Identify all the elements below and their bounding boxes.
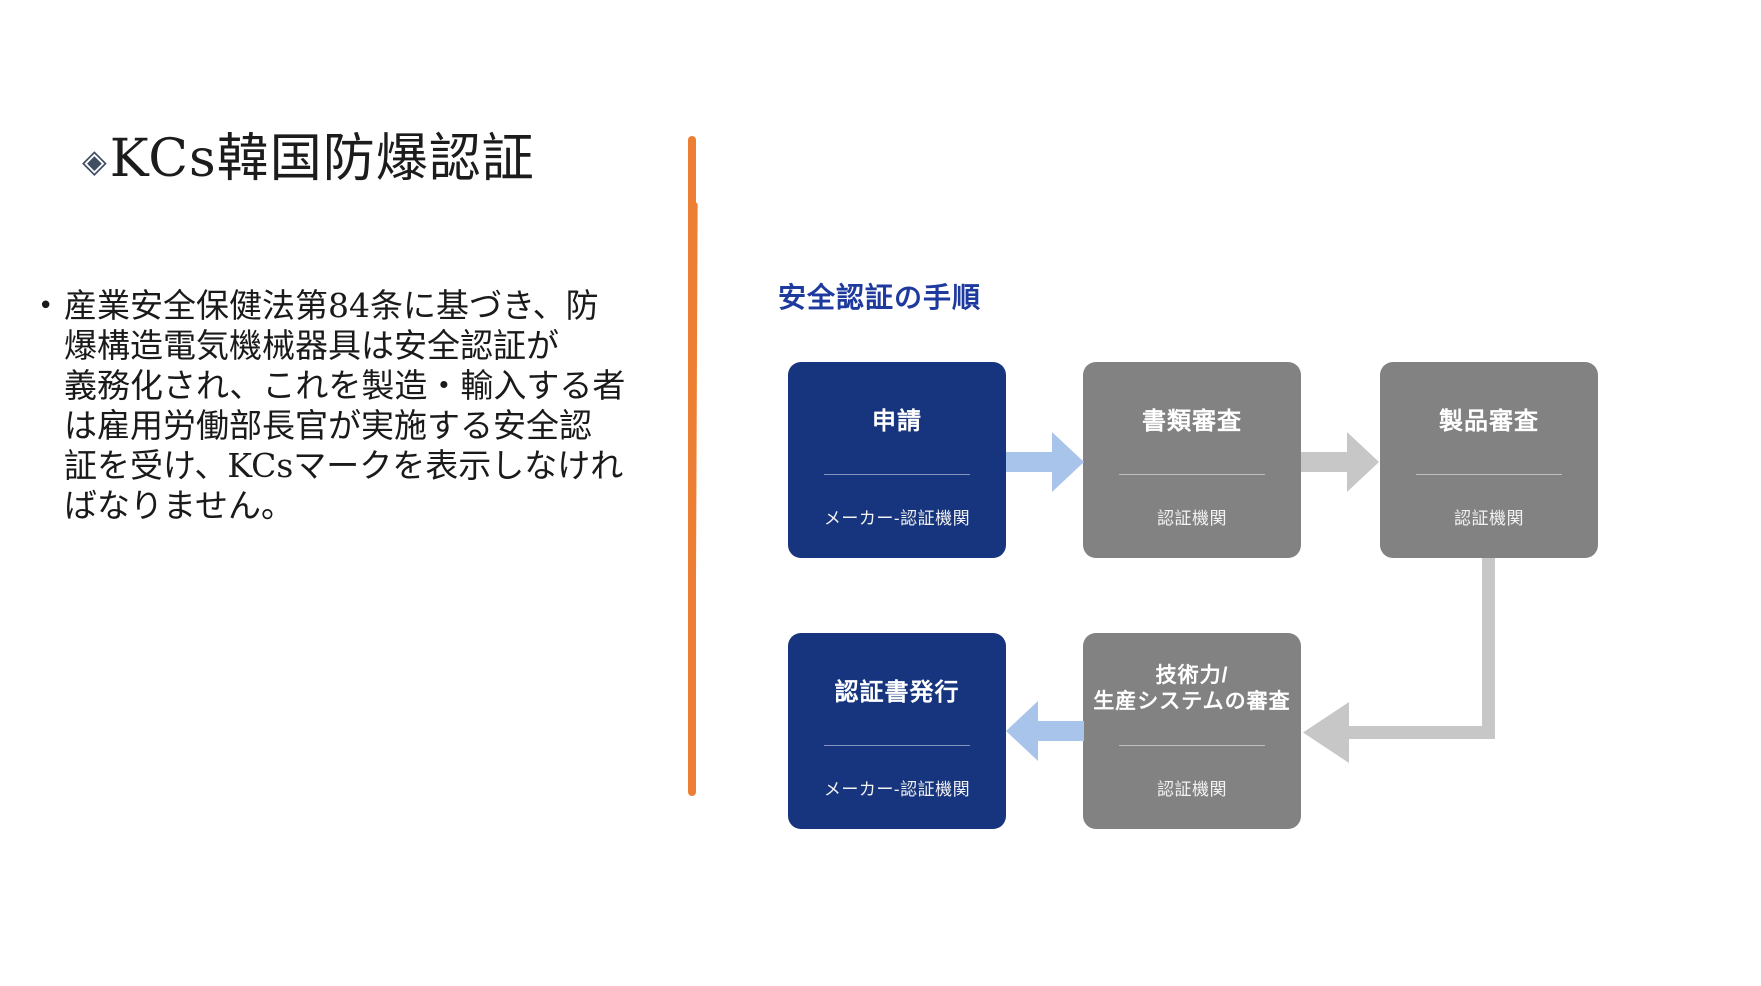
vertical-divider-line [688,136,696,796]
flow-box-tech-production-review: 技術力/ 生産システムの審査 認証機関 [1083,633,1301,829]
flow-box-document-review: 書類審査 認証機関 [1083,362,1301,558]
box-divider-line [1119,474,1265,475]
flow-box-title: 認証書発行 [834,678,960,706]
flow-box-subtitle: 認証機関 [1157,780,1227,799]
flow-box-title-line-2: 生産システムの審査 [1093,690,1291,713]
box-divider-line [1416,474,1562,475]
slide-title: ◈KCs韓国防爆認証 [82,129,535,190]
flow-box-subtitle: メーカー-認証機関 [823,780,971,799]
arrow-right-blue-icon [1006,432,1084,492]
diamond-bullet-icon: ◈ [82,141,108,180]
flow-box-title: 技術力/ 生産システムの審査 [1083,633,1301,745]
bullet-line-6: ばなりません。 [64,486,295,525]
diagram-heading: 安全認証の手順 [778,282,982,313]
flow-box-title: 書類審査 [1142,407,1242,435]
flow-box-certificate-issue: 認証書発行 メーカー-認証機関 [788,633,1006,829]
bullet-line-2: 爆構造電気機械器具は安全認証が [64,326,559,365]
bullet-line-4: は雇用労働部長官が実施する安全認 [64,406,592,445]
flow-box-application: 申請 メーカー-認証機関 [788,362,1006,558]
arrow-right-gray-icon [1301,432,1379,492]
bullet-line-3: 義務化され、これを製造・輸入する者 [64,366,626,405]
elbow-connector-arrow-left-icon [1303,558,1495,763]
flow-box-subtitle: 認証機関 [1157,509,1227,528]
flow-box-title-line-1: 技術力/ [1155,664,1229,688]
box-divider-line [1119,745,1265,746]
body-bullet-item: • 産業安全保健法第84条に基づき、防 爆構造電気機械器具は安全認証が 義務化さ… [38,286,625,526]
flow-box-title: 申請 [872,407,922,435]
arrow-left-blue-icon [1006,701,1084,761]
bullet-line-5: 証を受け、KCsマークを表示しなけれ [64,446,624,485]
box-divider-line [824,474,970,475]
bullet-text: 産業安全保健法第84条に基づき、防 爆構造電気機械器具は安全認証が 義務化され、… [64,286,625,526]
slide-title-text: KCs韓国防爆認証 [109,129,535,189]
flow-box-product-review: 製品審査 認証機関 [1380,362,1598,558]
box-divider-line [824,745,970,746]
bullet-dot-icon: • [38,291,54,321]
flow-box-subtitle: 認証機関 [1454,509,1524,528]
flow-box-subtitle: メーカー-認証機関 [823,509,971,528]
bullet-line-1: 産業安全保健法第84条に基づき、防 [64,286,599,325]
flow-box-title: 製品審査 [1439,407,1539,435]
